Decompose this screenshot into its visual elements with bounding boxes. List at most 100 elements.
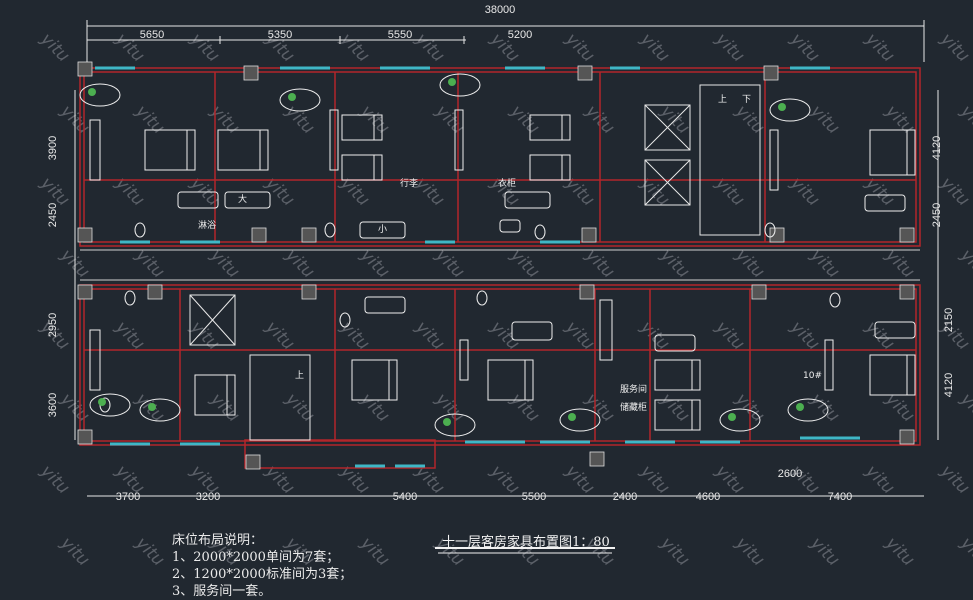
watermark-text: yitu (356, 101, 394, 139)
watermark-text: yitu (786, 173, 824, 211)
column (899, 227, 915, 243)
plant-icon (98, 398, 106, 406)
bed (654, 359, 701, 391)
dim-left-4: 3600 (47, 393, 59, 417)
watermark-text: yitu (936, 461, 973, 499)
dim-top-2: 5350 (268, 29, 292, 41)
watermark-text: yitu (186, 29, 224, 67)
bathtub (359, 221, 406, 239)
toilet-icon (124, 290, 136, 306)
column (899, 284, 915, 300)
windows (95, 66, 860, 468)
column (899, 429, 915, 445)
watermark-text: yitu (561, 317, 599, 355)
window (395, 464, 425, 468)
column (579, 284, 595, 300)
dim-bottom-5: 2400 (613, 491, 637, 503)
column (577, 65, 593, 81)
plant-icon (568, 413, 576, 421)
dim-top-4: 5200 (508, 29, 532, 41)
watermark-text: yitu (261, 461, 299, 499)
plant-icon (443, 418, 451, 426)
column (243, 65, 259, 81)
watermark-text: yitu (881, 533, 919, 571)
furniture (79, 73, 916, 437)
corridor-lines (80, 249, 920, 281)
watermark-text: yitu (806, 533, 844, 571)
plant-icon (288, 93, 296, 101)
top-dimensions (74, 20, 939, 497)
toilet-icon (134, 222, 146, 238)
column (147, 284, 163, 300)
shower-label: 淋浴 (198, 219, 216, 231)
window (465, 440, 525, 444)
watermark-text: yitu (36, 29, 74, 67)
dim-bottom-3: 5400 (393, 491, 417, 503)
dim-right-3: 2150 (943, 308, 955, 332)
bathtub (864, 194, 906, 212)
bathtub (511, 321, 553, 341)
watermark-text: yitu (131, 101, 169, 139)
dim-total: 38000 (485, 4, 516, 16)
round-table (719, 408, 761, 432)
bathtub (364, 296, 406, 314)
watermark-text: yitu (881, 101, 919, 139)
dim-right-4: 4120 (943, 373, 955, 397)
notes-item-1: 1、2000*2000单间为7套； (172, 550, 340, 565)
watermark-text: yitu (261, 317, 299, 355)
stair-up-label-top: 上 (718, 94, 727, 105)
column (581, 227, 597, 243)
watermark-text: yitu (281, 101, 319, 139)
notes-item-2: 2、1200*2000标准间为3套； (172, 567, 353, 582)
window (180, 240, 220, 244)
watermark-text: yitu (336, 29, 374, 67)
watermark-text: yitu (36, 461, 74, 499)
plant-icon (778, 103, 786, 111)
watermark-text: yitu (356, 533, 394, 571)
watermark-text: yitu (131, 533, 169, 571)
window (505, 66, 545, 70)
dim-bottom-4: 5500 (522, 491, 546, 503)
watermark-text: yitu (711, 173, 749, 211)
luggage-label: 行李 (400, 177, 418, 189)
stair-up-label-bottom: 上 (295, 370, 304, 381)
watermark-text: yitu (506, 101, 544, 139)
plant-icon (728, 413, 736, 421)
column (301, 284, 317, 300)
plant-icon (148, 403, 156, 411)
bed (869, 354, 916, 396)
watermark-text: yitu (731, 533, 769, 571)
bed (529, 154, 571, 181)
watermark-text: yitu (731, 101, 769, 139)
watermark-text: yitu (411, 317, 449, 355)
watermark-text: yitu (281, 389, 319, 427)
wardrobe (599, 299, 613, 361)
watermark-text: yitu (861, 173, 899, 211)
window (425, 240, 455, 244)
toilet-icon (324, 222, 336, 238)
watermark-text: yitu (56, 533, 94, 571)
drawing-title: 十一层客房家具布置图1：80 (442, 535, 610, 550)
bathtub (654, 334, 696, 352)
wardrobe (824, 339, 834, 391)
watermark-text: yitu (486, 461, 524, 499)
wardrobe-label: 衣柜 (498, 177, 516, 189)
watermark-text: yitu (561, 173, 599, 211)
column (589, 451, 605, 467)
column (769, 227, 785, 243)
watermark-text: yitu (786, 317, 824, 355)
watermark-text: yitu (806, 101, 844, 139)
watermark-text: yitu (956, 101, 973, 139)
stair-down-label-top: 下 (742, 95, 751, 105)
watermark-layer: yitu yitu yitu yitu yitu yitu yitu yitu yitu yitu… (36, 29, 973, 571)
watermark-text: yitu (636, 29, 674, 67)
window (355, 464, 385, 468)
round-table (89, 393, 131, 417)
bathtub-big-label: 大 (238, 193, 247, 205)
notes-heading: 床位布局说明： (172, 533, 264, 548)
watermark-text: yitu (206, 389, 244, 427)
watermark-text: yitu (936, 29, 973, 67)
toilet-icon (534, 224, 546, 240)
plant-icon (448, 78, 456, 86)
